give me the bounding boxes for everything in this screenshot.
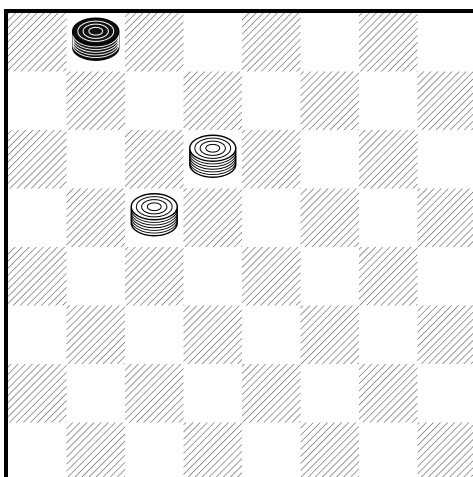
light-square[interactable] <box>67 364 126 423</box>
light-square[interactable] <box>67 247 126 306</box>
light-square[interactable] <box>301 364 360 423</box>
white-king-piece[interactable] <box>131 194 177 236</box>
dark-square[interactable] <box>67 306 126 365</box>
dark-square[interactable] <box>8 13 67 72</box>
light-square[interactable] <box>418 13 473 72</box>
dark-square[interactable] <box>67 189 126 248</box>
dark-square[interactable] <box>125 13 184 72</box>
dark-square[interactable] <box>301 72 360 131</box>
light-square[interactable] <box>125 423 184 477</box>
light-square[interactable] <box>301 247 360 306</box>
light-square[interactable] <box>8 189 67 248</box>
dark-square[interactable] <box>301 306 360 365</box>
dark-square[interactable] <box>359 364 418 423</box>
dark-square[interactable] <box>242 364 301 423</box>
dark-square[interactable] <box>359 247 418 306</box>
light-square[interactable] <box>418 130 473 189</box>
light-square[interactable] <box>8 306 67 365</box>
light-square[interactable] <box>184 247 243 306</box>
dark-square[interactable] <box>418 72 473 131</box>
dark-square[interactable] <box>242 130 301 189</box>
light-square[interactable] <box>242 423 301 477</box>
light-square[interactable] <box>359 423 418 477</box>
light-square[interactable] <box>242 306 301 365</box>
dark-square[interactable] <box>67 423 126 477</box>
dark-square[interactable] <box>184 306 243 365</box>
light-square[interactable] <box>301 13 360 72</box>
dark-square[interactable] <box>125 364 184 423</box>
light-square[interactable] <box>301 130 360 189</box>
light-square[interactable] <box>67 130 126 189</box>
light-square[interactable] <box>242 72 301 131</box>
board-top-border <box>4 9 473 13</box>
light-square[interactable] <box>418 364 473 423</box>
dark-square[interactable] <box>125 130 184 189</box>
dark-square[interactable] <box>359 130 418 189</box>
dark-square[interactable] <box>184 189 243 248</box>
dark-square[interactable] <box>67 72 126 131</box>
dark-square[interactable] <box>301 189 360 248</box>
dark-square[interactable] <box>184 423 243 477</box>
dark-square[interactable] <box>8 364 67 423</box>
dark-square[interactable] <box>418 189 473 248</box>
dark-square[interactable] <box>242 247 301 306</box>
light-square[interactable] <box>184 364 243 423</box>
light-square[interactable] <box>418 247 473 306</box>
light-square[interactable] <box>184 13 243 72</box>
light-square[interactable] <box>8 72 67 131</box>
light-square[interactable] <box>8 423 67 477</box>
dark-square[interactable] <box>359 13 418 72</box>
board-left-border <box>4 9 8 477</box>
squares-layer <box>8 13 473 477</box>
light-square[interactable] <box>125 306 184 365</box>
light-square[interactable] <box>359 72 418 131</box>
white-king-piece[interactable] <box>190 135 236 177</box>
dark-square[interactable] <box>8 247 67 306</box>
dark-square[interactable] <box>418 423 473 477</box>
light-square[interactable] <box>125 72 184 131</box>
dark-square[interactable] <box>242 13 301 72</box>
dark-square[interactable] <box>301 423 360 477</box>
dark-square[interactable] <box>418 306 473 365</box>
dark-square[interactable] <box>8 130 67 189</box>
dark-square[interactable] <box>125 247 184 306</box>
dark-square[interactable] <box>184 72 243 131</box>
black-king-piece[interactable] <box>73 18 119 60</box>
light-square[interactable] <box>359 306 418 365</box>
light-square[interactable] <box>359 189 418 248</box>
light-square[interactable] <box>242 189 301 248</box>
